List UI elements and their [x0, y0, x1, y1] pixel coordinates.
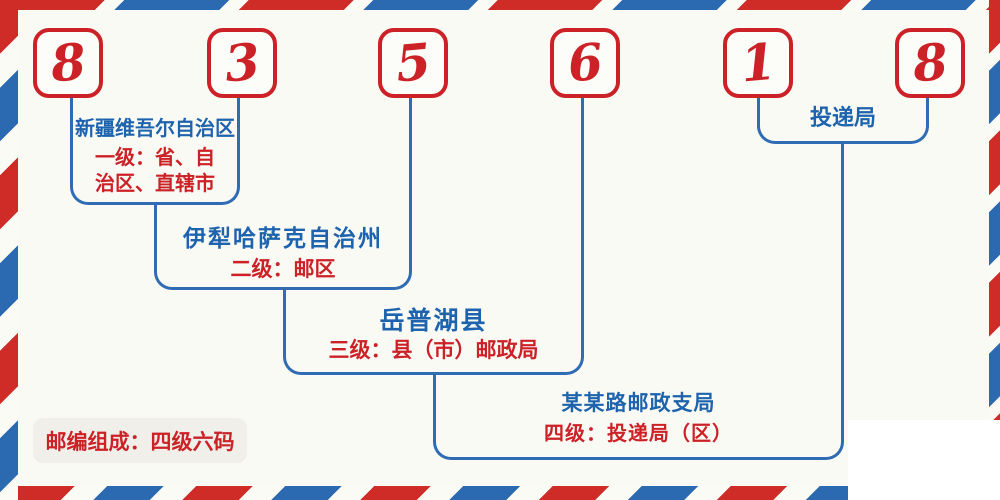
- level4-desc-label: 四级：投递局（区）: [544, 421, 733, 445]
- airmail-border-top: [0, 0, 1000, 10]
- level2-desc-label: 二级：邮区: [230, 257, 336, 281]
- level1-desc-line2: 治区、直辖市: [95, 171, 215, 195]
- digit-6: 8: [910, 31, 950, 94]
- digit-box-1: 8: [33, 28, 103, 98]
- level3-desc-label: 三级：县（市）邮政局: [328, 338, 539, 362]
- bottom-right-white-area: [848, 420, 1000, 500]
- level1-region-label: 新疆维吾尔自治区: [75, 116, 235, 140]
- level1-desc-line1: 一级：省、自: [95, 145, 215, 169]
- digit-box-3: 5: [378, 28, 448, 98]
- airmail-border-right: [989, 0, 1000, 420]
- bracket-delivery-office: [757, 98, 929, 144]
- connector-digit4-to-level3: [581, 98, 584, 290]
- digit-box-4: 6: [550, 28, 620, 98]
- connector-digit3-to-level2: [409, 98, 412, 205]
- digit-box-2: 3: [207, 28, 277, 98]
- digit-3: 5: [393, 31, 433, 94]
- digit-1: 8: [48, 31, 88, 94]
- bracket-level-1: [70, 98, 240, 205]
- level4-region-label: 某某路邮政支局: [561, 391, 716, 415]
- airmail-border-bottom: [18, 486, 848, 500]
- level3-region-label: 岳普湖县: [379, 306, 488, 335]
- footer-badge: 邮编组成：四级六码: [33, 418, 247, 463]
- digit-4: 6: [565, 31, 605, 94]
- bracket-level-4: [433, 375, 844, 460]
- digit-box-5: 1: [723, 28, 793, 98]
- digit-box-6: 8: [895, 28, 965, 98]
- digit-5: 1: [738, 31, 778, 94]
- level2-region-label: 伊犁哈萨克自治州: [183, 226, 383, 252]
- airmail-border-left: [0, 0, 18, 500]
- bracket-level-3: [283, 290, 584, 375]
- connector-delivery-to-level4: [841, 144, 844, 375]
- bracket-level-2: [154, 205, 412, 290]
- digit-2: 3: [222, 31, 262, 94]
- delivery-office-label: 投递局: [809, 106, 876, 131]
- level1-desc-label: 一级：省、自 治区、直辖市: [70, 144, 240, 196]
